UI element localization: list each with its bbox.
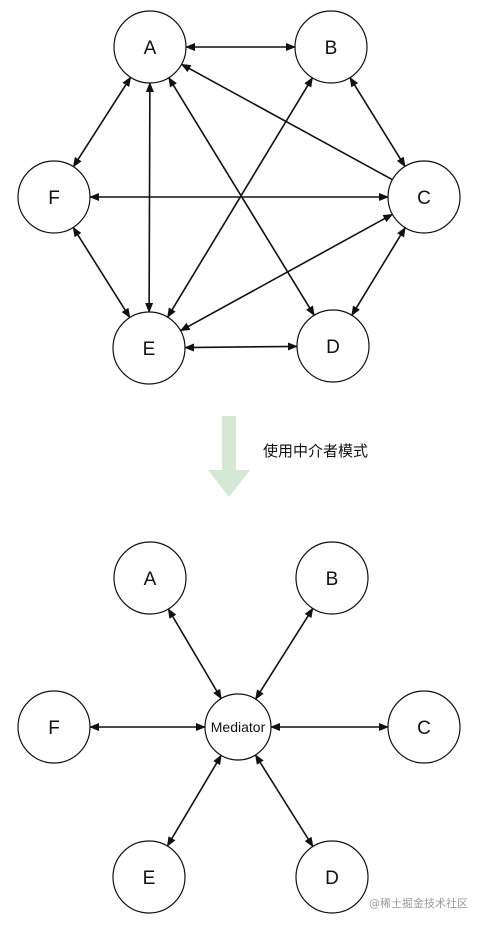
edge-d-a <box>168 76 315 317</box>
edge-d-e <box>184 342 298 352</box>
node-bottom-b-circle <box>295 541 369 615</box>
mediator-hub: Mediator <box>204 693 272 761</box>
node-bottom-c-circle <box>387 690 461 764</box>
edge-c-d <box>351 226 406 317</box>
node-top-d-circle <box>296 309 370 383</box>
mediator-hub-label: Mediator <box>211 719 266 735</box>
edge-e-f <box>72 226 131 319</box>
node-top-f-label: F <box>48 188 60 209</box>
top-diagram-nodes: A B C D E F <box>17 10 461 385</box>
mediator-hub-circle <box>204 693 272 761</box>
node-bottom-a-label: A <box>144 569 157 590</box>
bottom-diagram-nodes: A B C D E F Mediator <box>17 541 461 914</box>
node-top-c-circle <box>387 160 461 234</box>
node-top-f: F <box>17 160 91 234</box>
node-top-f-circle <box>17 160 91 234</box>
node-bottom-a: A <box>113 541 187 615</box>
node-bottom-e-circle <box>112 840 186 914</box>
watermark: @稀土掘金技术社区 <box>369 896 468 910</box>
node-top-a-circle <box>113 10 187 84</box>
edge-d-mediator <box>254 754 314 848</box>
node-bottom-b-label: B <box>326 569 339 590</box>
down-arrow-icon <box>208 416 250 497</box>
edge-b-c <box>349 76 406 168</box>
node-bottom-f: F <box>17 690 91 764</box>
node-top-d-label: D <box>326 337 340 358</box>
node-bottom-c: C <box>387 690 461 764</box>
node-bottom-d-label: D <box>325 868 339 889</box>
edge-a-e <box>145 82 154 313</box>
node-top-e-label: E <box>143 339 156 360</box>
node-bottom-b: B <box>295 541 369 615</box>
edge-c-a <box>180 63 393 181</box>
node-bottom-c-label: C <box>417 718 431 739</box>
edge-f-a <box>72 76 132 168</box>
node-bottom-d-circle <box>295 840 369 914</box>
node-top-b-circle <box>294 10 368 84</box>
node-top-e-circle <box>112 311 186 385</box>
transition-section: 使用中介者模式 <box>208 416 368 497</box>
node-top-c-label: C <box>417 188 431 209</box>
node-bottom-a-circle <box>113 541 187 615</box>
edge-c-e <box>179 213 394 332</box>
node-top-b-label: B <box>325 38 338 59</box>
node-top-d: D <box>296 309 370 383</box>
node-bottom-f-circle <box>17 690 91 764</box>
node-bottom-e-label: E <box>143 868 156 889</box>
edge-e-mediator <box>166 754 222 847</box>
node-top-c: C <box>387 160 461 234</box>
node-top-a: A <box>113 10 187 84</box>
bottom-diagram-edges <box>89 607 389 848</box>
node-top-a-label: A <box>144 38 157 59</box>
edge-a-mediator <box>167 608 222 700</box>
top-diagram-edges <box>72 43 406 352</box>
node-bottom-f-label: F <box>48 718 60 739</box>
node-bottom-e: E <box>112 840 186 914</box>
edge-b-mediator <box>254 607 314 700</box>
node-top-e: E <box>112 311 186 385</box>
transition-caption: 使用中介者模式 <box>263 442 368 460</box>
node-bottom-d: D <box>295 840 369 914</box>
node-top-b: B <box>294 10 368 84</box>
